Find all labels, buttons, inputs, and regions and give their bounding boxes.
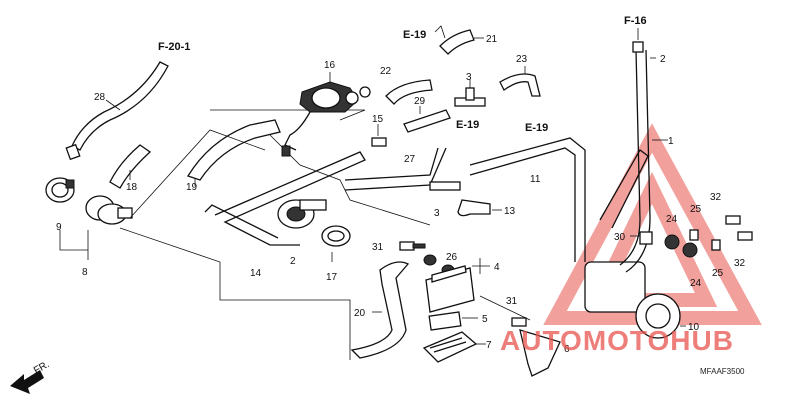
elbow-13[interactable] bbox=[457, 199, 491, 217]
cap-5[interactable] bbox=[428, 311, 462, 331]
bolt-32[interactable] bbox=[725, 215, 753, 241]
callout-30: 30 bbox=[614, 232, 626, 243]
diagram-code: MFAAF3500 bbox=[700, 367, 745, 376]
watermark-logo bbox=[543, 123, 762, 325]
callout-labels: 1 2 2 3 3 4 5 6 7 8 9 10 11 13 14 15 16 … bbox=[56, 34, 746, 355]
callout-15: 15 bbox=[372, 114, 384, 125]
callout-24a: 24 bbox=[666, 214, 678, 225]
callout-10: 10 bbox=[688, 322, 700, 333]
ref-f16[interactable]: F-16 bbox=[624, 15, 647, 27]
ref-e19-top[interactable]: E-19 bbox=[403, 29, 426, 41]
callout-25b: 25 bbox=[712, 268, 724, 279]
hose-1[interactable] bbox=[599, 49, 651, 273]
tray-7[interactable] bbox=[422, 331, 478, 363]
bolt-31[interactable] bbox=[399, 241, 426, 251]
fitting-15[interactable] bbox=[371, 137, 387, 147]
grommet-24-upper[interactable] bbox=[664, 234, 680, 250]
hose-22[interactable] bbox=[385, 79, 433, 105]
hose-20[interactable] bbox=[350, 261, 410, 359]
clamp-17[interactable] bbox=[321, 225, 351, 247]
reserve-tank-10[interactable] bbox=[584, 261, 681, 339]
hose-14[interactable] bbox=[214, 151, 366, 246]
callout-5: 5 bbox=[482, 314, 488, 325]
callout-27: 27 bbox=[404, 154, 416, 165]
pipe-27[interactable] bbox=[344, 147, 439, 181]
callout-4: 4 bbox=[494, 262, 500, 273]
hose-18[interactable] bbox=[109, 144, 152, 189]
callout-7: 7 bbox=[486, 340, 492, 351]
callout-20: 20 bbox=[354, 308, 366, 319]
hose-19[interactable] bbox=[187, 119, 281, 181]
callout-32b: 32 bbox=[734, 258, 746, 269]
callout-9: 9 bbox=[56, 222, 62, 233]
callout-3a: 3 bbox=[466, 72, 472, 83]
watermark-label: AUTOMOTOHUB bbox=[500, 325, 734, 356]
grommet-24-lower[interactable] bbox=[682, 242, 698, 258]
callout-31a: 31 bbox=[372, 242, 384, 253]
ref-e19-mid[interactable]: E-19 bbox=[456, 119, 479, 131]
callout-22: 22 bbox=[380, 66, 392, 77]
callout-8: 8 bbox=[82, 267, 88, 278]
thermostat-housing-16[interactable] bbox=[281, 81, 371, 157]
callout-2b: 2 bbox=[290, 256, 296, 267]
watermark-text: AUTOMOTOHUB bbox=[500, 325, 734, 356]
callout-11: 11 bbox=[530, 174, 541, 185]
valve-8[interactable] bbox=[85, 195, 133, 225]
stay-6[interactable] bbox=[519, 329, 561, 377]
reservoir-4[interactable] bbox=[425, 265, 475, 313]
collar-25[interactable] bbox=[689, 229, 721, 251]
callout-28: 28 bbox=[94, 92, 106, 103]
front-marker-label: FR. bbox=[32, 359, 51, 377]
callout-18: 18 bbox=[126, 182, 138, 193]
hose-23[interactable] bbox=[499, 73, 541, 97]
callout-32a: 32 bbox=[710, 192, 722, 203]
callout-16: 16 bbox=[324, 60, 336, 71]
pipe-29[interactable] bbox=[403, 109, 451, 133]
tee-joint-3[interactable] bbox=[454, 87, 486, 107]
callout-3b: 3 bbox=[434, 208, 440, 219]
hose-28[interactable] bbox=[65, 61, 169, 161]
callout-24b: 24 bbox=[690, 278, 702, 289]
hose-21[interactable] bbox=[439, 29, 475, 55]
callout-29: 29 bbox=[414, 96, 426, 107]
callout-26: 26 bbox=[446, 252, 458, 263]
ref-e19-right[interactable]: E-19 bbox=[525, 122, 548, 134]
callout-23: 23 bbox=[516, 54, 528, 65]
callout-14: 14 bbox=[250, 268, 262, 279]
front-arrow: FR. bbox=[10, 359, 51, 394]
callout-31b: 31 bbox=[506, 296, 518, 307]
callout-13: 13 bbox=[504, 206, 516, 217]
callout-25a: 25 bbox=[690, 204, 702, 215]
clip-30[interactable] bbox=[639, 231, 653, 245]
clamp-9[interactable] bbox=[45, 177, 75, 203]
ref-f20-1[interactable]: F-20-1 bbox=[158, 41, 190, 53]
callout-1: 1 bbox=[668, 136, 674, 147]
tee-joint-3-lower[interactable] bbox=[429, 181, 461, 191]
callout-6: 6 bbox=[564, 344, 570, 355]
water-pump-2[interactable] bbox=[277, 199, 327, 229]
callout-21: 21 bbox=[486, 34, 498, 45]
callout-19: 19 bbox=[186, 182, 198, 193]
callout-17: 17 bbox=[326, 272, 338, 283]
callout-2a: 2 bbox=[660, 54, 666, 65]
pipe-11[interactable] bbox=[469, 137, 586, 262]
bolt-31-lower[interactable] bbox=[511, 317, 527, 327]
